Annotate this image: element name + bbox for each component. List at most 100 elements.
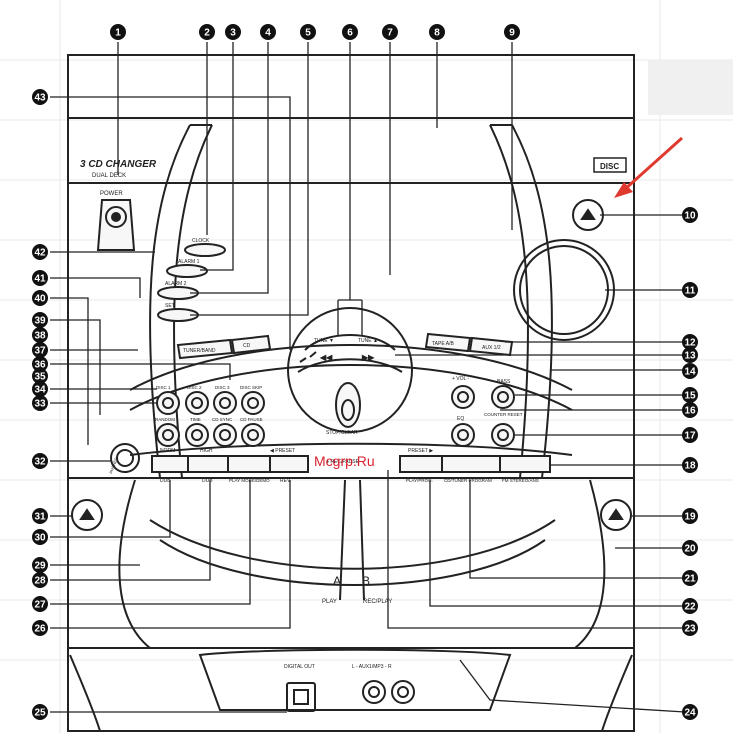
callout-19: 19 [682, 508, 698, 524]
sound-buttons[interactable] [451, 385, 515, 447]
callout-marker [32, 529, 48, 545]
callout-12: 12 [682, 334, 698, 350]
callout-17: 17 [682, 427, 698, 443]
callout-24: 24 [682, 704, 698, 720]
high-label: HIGH [200, 448, 213, 454]
rec-play-label: REC/PLAY [363, 599, 392, 605]
callout-number: 27 [34, 600, 46, 611]
callout-marker [32, 596, 48, 612]
callout-number: 19 [684, 512, 696, 523]
background-grey-box [648, 60, 733, 115]
callout-number: 28 [34, 576, 46, 587]
callout-number: 33 [34, 399, 46, 410]
callout-marker [682, 598, 698, 614]
source-buttons[interactable] [176, 332, 514, 360]
callout-4: 4 [260, 24, 276, 40]
callout-38: 38 [32, 327, 48, 343]
callout-marker [32, 312, 48, 328]
callout-marker [429, 24, 445, 40]
cd-sync-label: CD SYNC [212, 417, 233, 422]
callout-marker [682, 570, 698, 586]
bass-label: BASS [497, 379, 511, 385]
callout-marker [32, 381, 48, 397]
deck-button-strip[interactable] [151, 455, 551, 473]
power-button[interactable] [96, 199, 136, 251]
callout-number: 21 [684, 574, 696, 585]
eq-label: EQ [457, 416, 464, 422]
side-panels [69, 124, 633, 732]
callout-number: 37 [34, 346, 46, 357]
callout-5: 5 [300, 24, 316, 40]
rewind-symbol: ◀◀ [319, 353, 333, 362]
callout-number: 10 [684, 211, 696, 222]
tune-up-label: TUNE ▲ [358, 338, 378, 344]
callout-11: 11 [682, 282, 698, 298]
callout-marker [32, 244, 48, 260]
callout-marker [682, 457, 698, 473]
callout-20: 20 [682, 540, 698, 556]
callout-number: 13 [684, 351, 696, 362]
callout-18: 18 [682, 457, 698, 473]
disc1-label: DISC 1 [156, 385, 171, 390]
unit-outline [67, 54, 635, 732]
callout-number: 35 [34, 372, 46, 383]
callout-marker [504, 24, 520, 40]
tune-down-label: TUNE ▼ [314, 338, 334, 344]
callout-marker [300, 24, 316, 40]
callout-36: 36 [32, 356, 48, 372]
callout-marker [32, 290, 48, 306]
set-label: SET [165, 303, 175, 309]
callout-number: 16 [684, 406, 696, 417]
callout-marker [682, 387, 698, 403]
callout-marker [32, 327, 48, 343]
eject-buttons[interactable] [71, 199, 632, 531]
fm-stereo-label: FM STEREO/ANS [502, 478, 539, 483]
callout-number: 23 [684, 624, 696, 635]
stop-label: STOP/CLEAR [326, 430, 358, 436]
callout-37: 37 [32, 342, 48, 358]
callout-marker [682, 334, 698, 350]
callout-number: 24 [684, 708, 696, 719]
disc-logo-text: DISC [600, 162, 619, 171]
cassette-window [149, 479, 556, 601]
callout-marker [225, 24, 241, 40]
callout-26: 26 [32, 620, 48, 636]
callout-2: 2 [199, 24, 215, 40]
callout-number: 34 [34, 385, 46, 396]
panel-labels: 3 CD CHANGER DUAL DECK DISC POWER CLOCK … [80, 159, 619, 670]
callout-number: 41 [34, 274, 46, 285]
callout-marker [682, 620, 698, 636]
callout-number: 26 [34, 624, 46, 635]
callout-marker [32, 356, 48, 372]
tuner-band-label: TUNER/BAND [183, 348, 216, 354]
callout-40: 40 [32, 290, 48, 306]
callout-number: 22 [684, 602, 696, 613]
watermark: Mcgrp.Ru [314, 453, 375, 469]
callout-6: 6 [342, 24, 358, 40]
callout-number: 1 [115, 28, 121, 39]
callout-number: 32 [34, 457, 46, 468]
callout-number: 11 [685, 286, 696, 297]
phones-jack [110, 443, 140, 473]
volume-knob[interactable] [513, 239, 615, 341]
disc-skip-label: DISC SKIP [240, 385, 262, 390]
callout-marker [260, 24, 276, 40]
jog-dial[interactable] [287, 307, 413, 433]
callout-number: 12 [684, 338, 696, 349]
callout-27: 27 [32, 596, 48, 612]
callout-28: 28 [32, 572, 48, 588]
callout-3: 3 [225, 24, 241, 40]
phones-label: PHONES [108, 456, 119, 474]
disc-buttons[interactable] [156, 391, 265, 447]
callout-43: 43 [32, 89, 48, 105]
callout-marker [32, 89, 48, 105]
callout-number: 29 [34, 561, 46, 572]
callout-number: 6 [347, 28, 353, 39]
callout-marker [382, 24, 398, 40]
callout-marker [682, 704, 698, 720]
highlight-arrow [614, 136, 684, 198]
digital-out-jack [286, 682, 316, 712]
brand-line2: DUAL DECK [92, 173, 126, 179]
callout-41: 41 [32, 270, 48, 286]
